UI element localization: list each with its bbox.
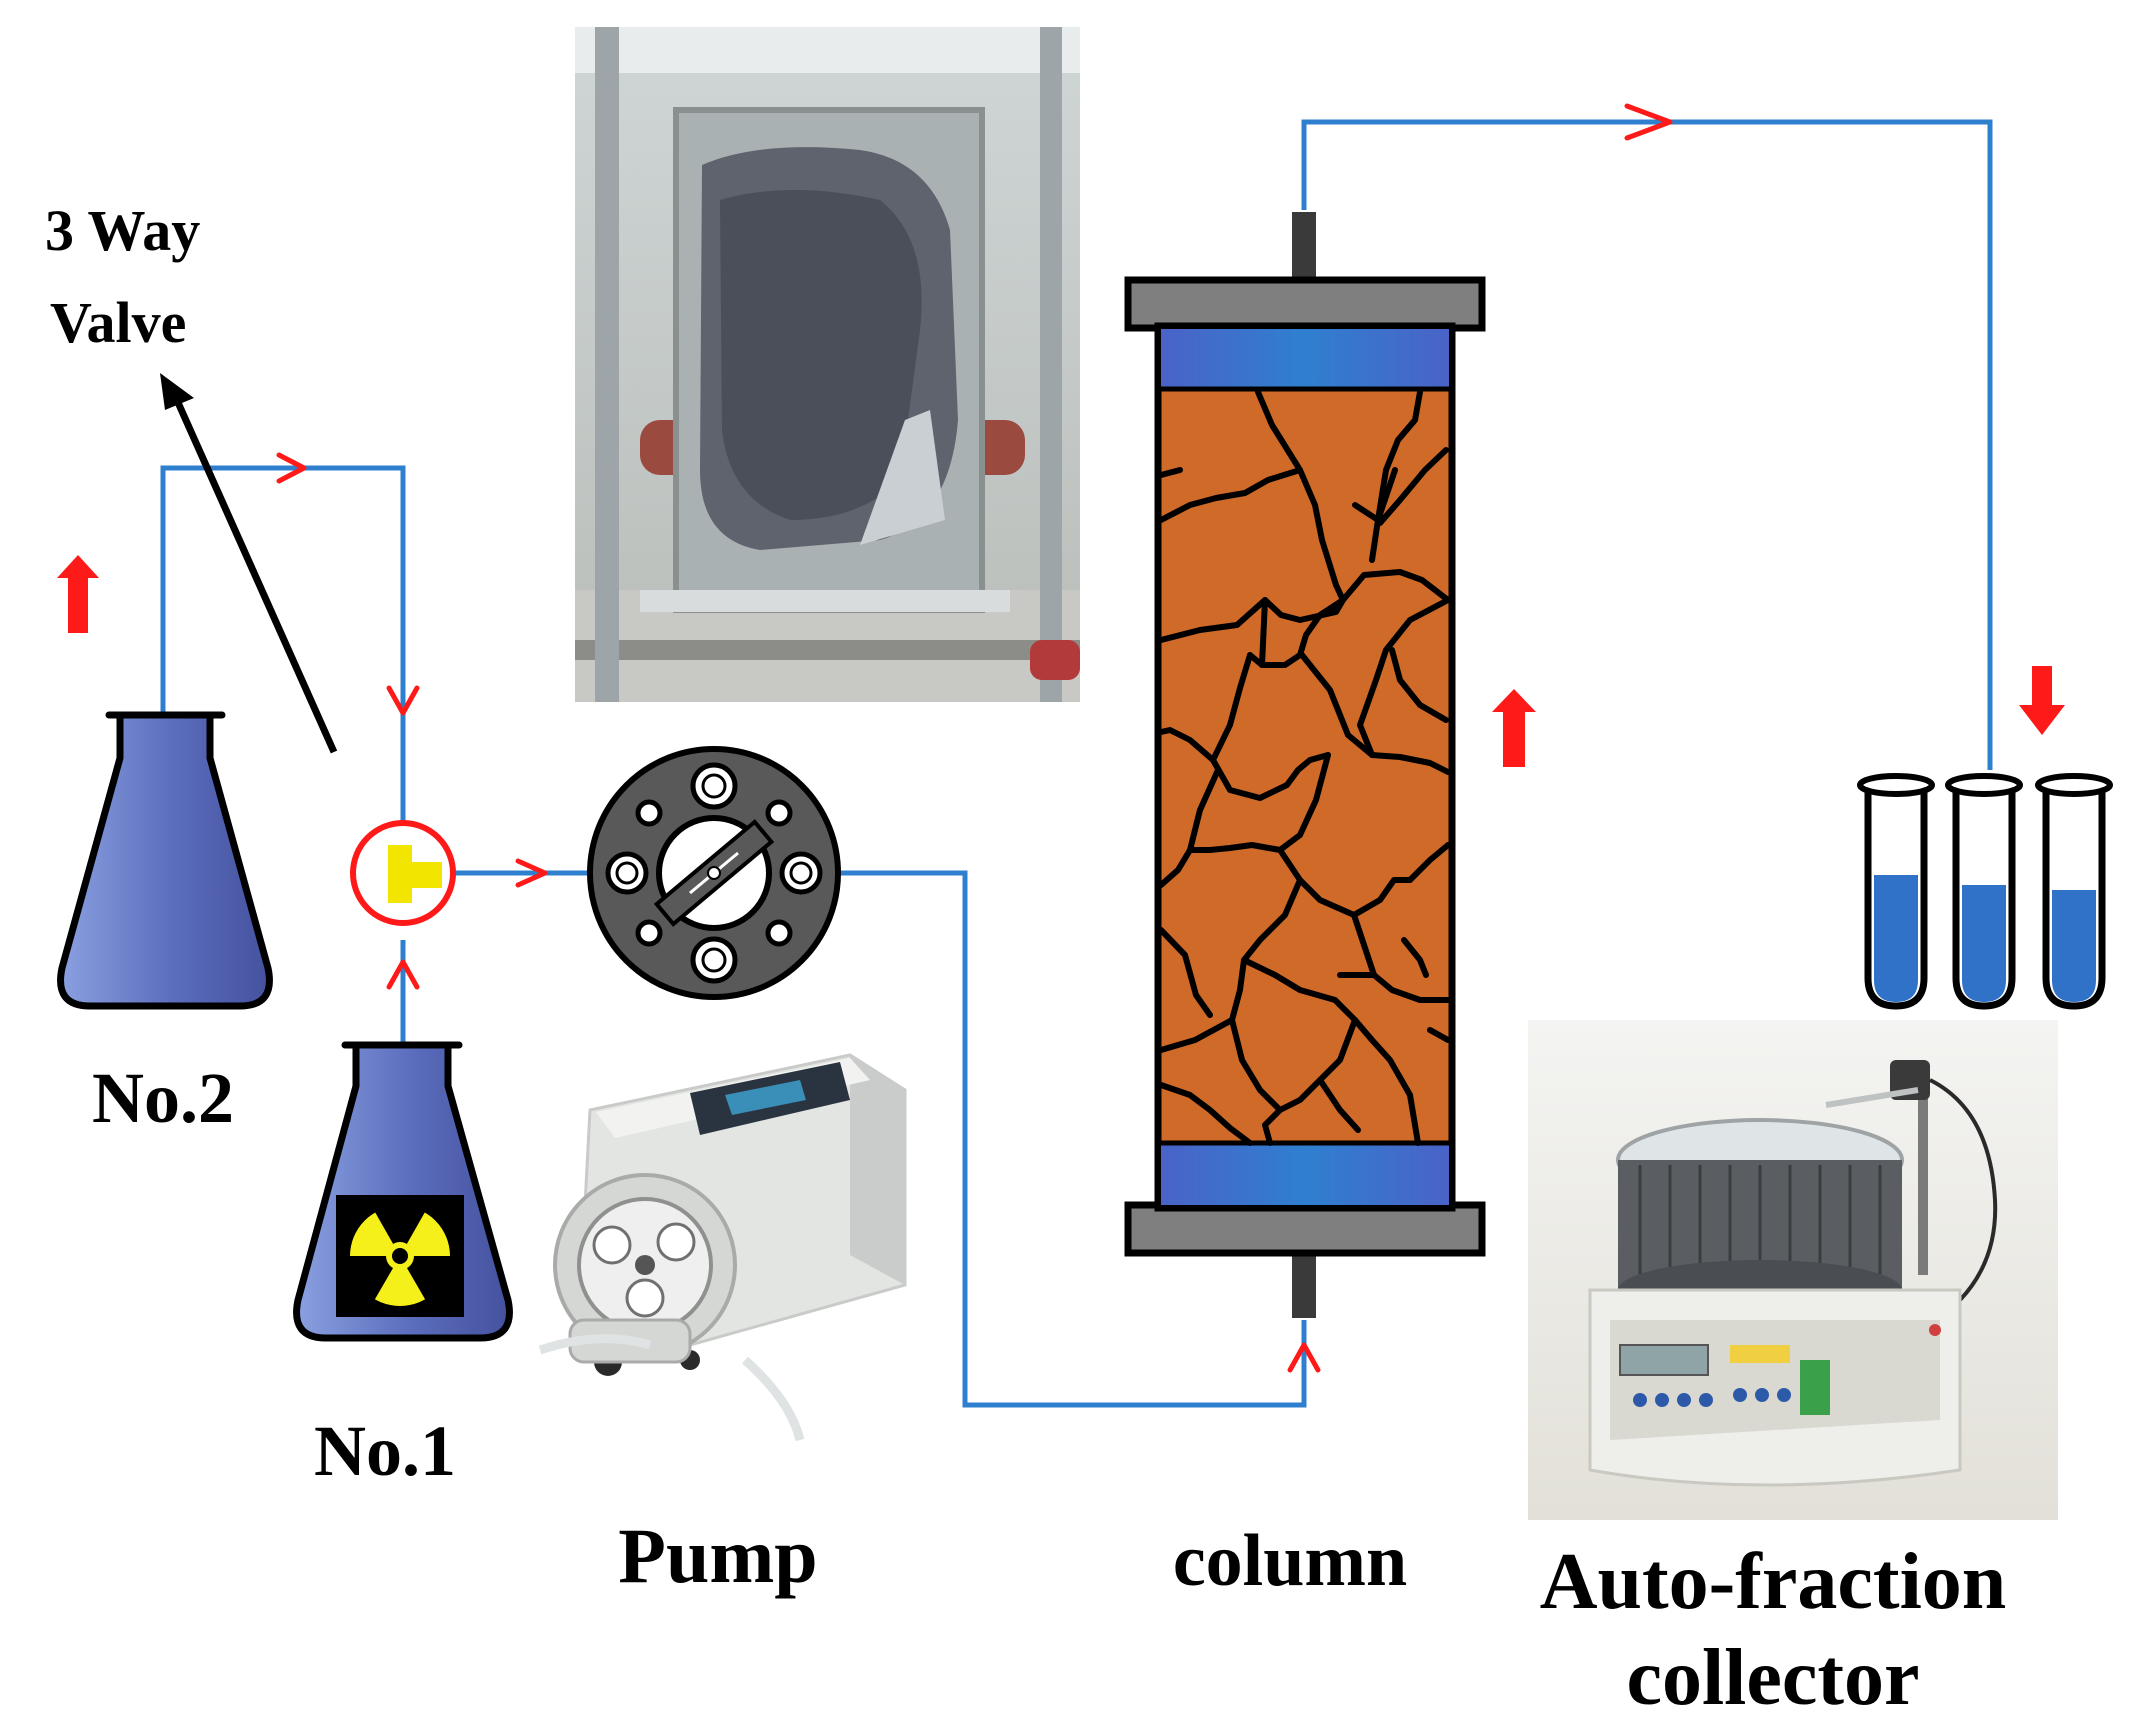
flask-no2-icon	[57, 711, 273, 1010]
big-up-arrow-icon	[1492, 689, 1536, 767]
collector-stand-rod	[1918, 1075, 1928, 1275]
direction-arrows	[57, 555, 2065, 767]
test-tube-icon	[1857, 773, 1935, 1010]
flow-arrow-right-icon	[1624, 103, 1673, 141]
radiation-hazard-icon	[336, 1195, 464, 1317]
flask-no2-label: No.2	[92, 1058, 234, 1138]
valve-pointer-arrow	[160, 373, 338, 754]
test-tubes	[1857, 773, 2113, 1010]
flow-arrow-up-icon	[386, 959, 420, 990]
collector-display	[1619, 1344, 1709, 1376]
soil-column-icon	[1124, 212, 1486, 1318]
pump-label: Pump	[618, 1512, 817, 1599]
soil-box-photo	[575, 27, 1080, 702]
column-top-filter	[1161, 329, 1449, 388]
pump-rotor-head	[553, 1173, 737, 1376]
column-bottom-filter	[1161, 1144, 1449, 1205]
column-top-endcap	[1124, 276, 1486, 332]
collector-label-line1: Auto-fraction	[1540, 1538, 2007, 1626]
big-down-arrow-icon	[2019, 666, 2065, 735]
three-way-valve-icon[interactable]	[350, 820, 456, 926]
column-label: column	[1173, 1520, 1407, 1602]
test-tube-icon	[2035, 773, 2113, 1010]
flow-arrow-down-icon	[386, 685, 420, 716]
column-bottom-endcap	[1124, 1201, 1486, 1257]
tube-pump-to-column	[838, 870, 1307, 1408]
flow-arrows	[276, 103, 1673, 1373]
flow-arrow-right-icon	[515, 858, 548, 888]
tubing-network	[160, 119, 1993, 1408]
flow-arrow-up-icon	[1287, 1342, 1321, 1373]
test-tube-icon	[1945, 773, 2023, 1010]
flow-arrow-right-icon	[276, 452, 307, 484]
soil-cracks	[1158, 389, 1451, 1146]
flask-no1-label: No.1	[314, 1411, 456, 1491]
fraction-collector-photo	[1528, 1020, 2058, 1520]
big-up-arrow-icon	[57, 555, 99, 633]
pump-display-panel	[690, 1062, 850, 1135]
flask-no1-icon	[293, 1041, 513, 1342]
peristaltic-pump-photo	[538, 1053, 907, 1442]
pump-head-icon[interactable]	[587, 746, 841, 1000]
valve-label-line2: Valve	[50, 290, 186, 355]
tube-column-to-collector	[1301, 119, 1993, 770]
tube-flask2-to-valve	[160, 465, 406, 848]
collector-label-line2: collector	[1626, 1634, 1919, 1721]
valve-label-line1: 3 Way	[45, 198, 200, 263]
text-labels: 3 Way Valve No.2 No.1 Pump column Auto-f…	[45, 198, 2006, 1721]
